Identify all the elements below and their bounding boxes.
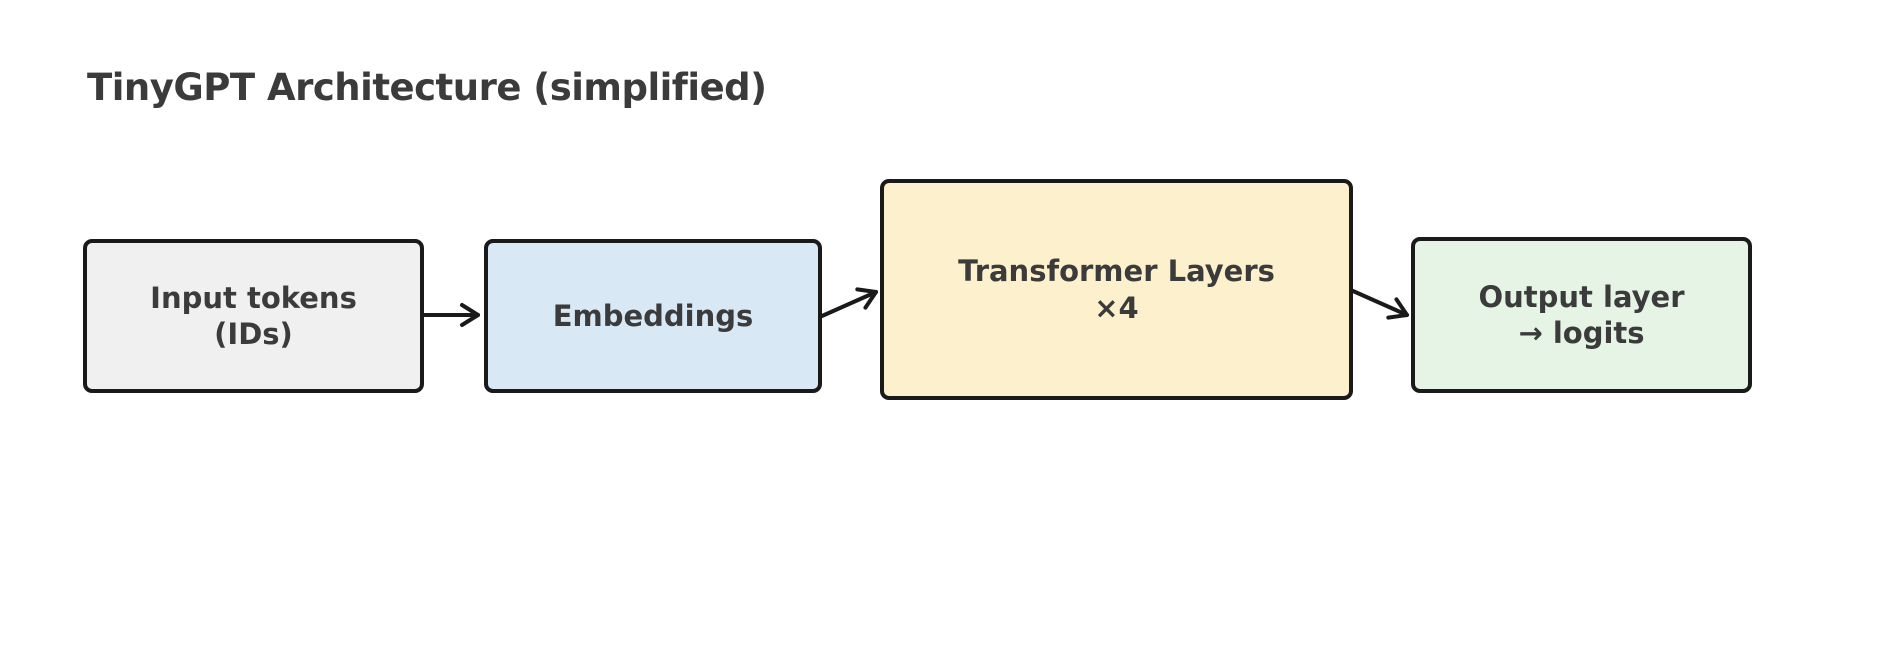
edge-transformer-layers-to-output-layer <box>1351 289 1409 320</box>
node-input-tokens: Input tokens (IDs) <box>83 239 424 393</box>
node-embeddings: Embeddings <box>484 239 822 393</box>
node-output-layer-label: Output layer → logits <box>1478 279 1685 350</box>
edge-embeddings-to-transformer-layers <box>820 287 878 318</box>
node-transformer-layers-label: Transformer Layers ×4 <box>958 254 1275 325</box>
node-output-layer: Output layer → logits <box>1411 237 1752 393</box>
node-input-tokens-label: Input tokens (IDs) <box>150 280 357 351</box>
node-embeddings-label: Embeddings <box>552 298 754 333</box>
diagram-title: TinyGPT Architecture (simplified) <box>87 66 767 109</box>
node-transformer-layers: Transformer Layers ×4 <box>880 179 1353 400</box>
